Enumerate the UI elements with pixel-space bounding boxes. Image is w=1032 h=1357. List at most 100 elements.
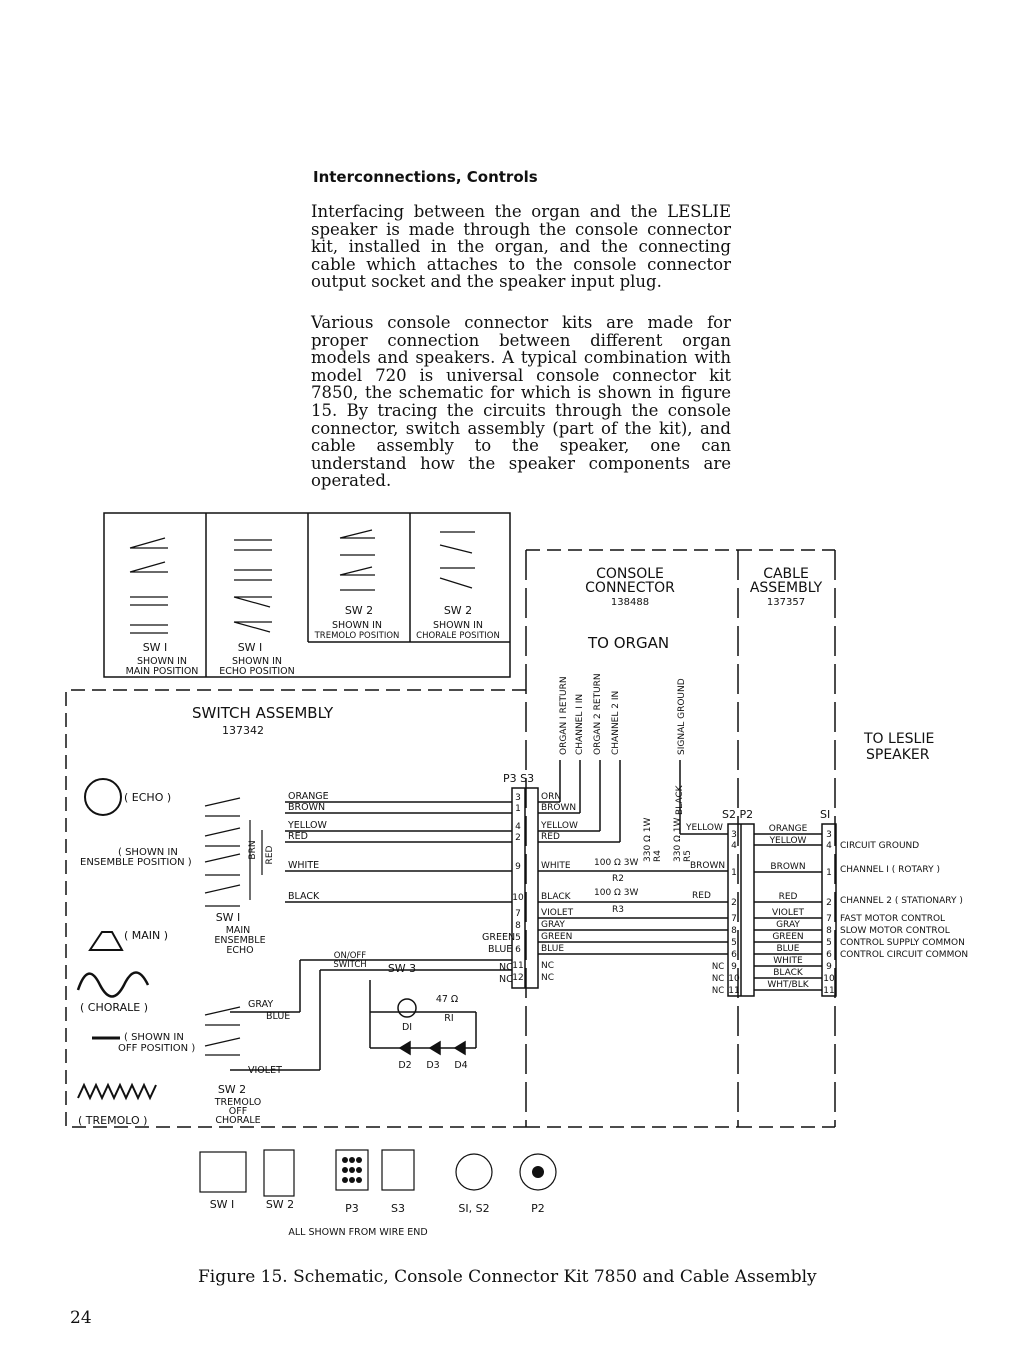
s3-wire: ORN bbox=[541, 792, 561, 802]
cable-assembly-number: 137357 bbox=[767, 597, 805, 608]
p2-pin: 11 bbox=[728, 986, 739, 996]
si-pin: 2 bbox=[826, 898, 832, 908]
s2-p2-label: S2 P2 bbox=[722, 808, 753, 821]
s3-wire: GREEN bbox=[541, 932, 572, 942]
wire-red: RED bbox=[288, 831, 308, 842]
p3-pin: 12 bbox=[512, 973, 523, 983]
si-pin: 1 bbox=[826, 868, 832, 878]
connector-label: P3 bbox=[345, 1202, 359, 1215]
paragraph-2: Various console connector kits are made … bbox=[311, 313, 731, 491]
panel-2-label-2: SHOWN IN bbox=[232, 656, 282, 667]
p3-pin: 3 bbox=[515, 793, 521, 803]
si-pin: 6 bbox=[826, 950, 832, 960]
si-pin: 8 bbox=[826, 926, 832, 936]
s3-wire: GRAY bbox=[541, 920, 565, 930]
echo-label: ( ECHO ) bbox=[124, 791, 171, 804]
panel-3-label-3: TREMOLO POSITION bbox=[314, 631, 400, 641]
s3-wire: NC bbox=[541, 961, 554, 971]
onoff-label-2: SWITCH bbox=[333, 960, 366, 970]
sw1-label-4: ECHO bbox=[226, 945, 253, 956]
s3-wire: BROWN bbox=[541, 803, 576, 813]
nc-label: NC bbox=[712, 986, 724, 996]
sw1-label-1: SW I bbox=[216, 911, 241, 924]
si-pin: 3 bbox=[826, 830, 832, 840]
wire-orange: ORANGE bbox=[288, 791, 329, 802]
cable-wire: BLUE bbox=[776, 944, 799, 954]
connector-label: SW 2 bbox=[266, 1198, 294, 1211]
p2-pin: 3 bbox=[731, 830, 737, 840]
figure-caption: Figure 15. Schematic, Console Connector … bbox=[198, 1267, 817, 1287]
si-pin: 5 bbox=[826, 938, 832, 948]
off-note-1: ( SHOWN IN bbox=[124, 1032, 184, 1043]
d4-label: D4 bbox=[454, 1060, 467, 1071]
connector-label: SI, S2 bbox=[458, 1202, 489, 1215]
p2-pin: 6 bbox=[731, 950, 737, 960]
p2-pin: 7 bbox=[731, 914, 737, 924]
cable-wire: VIOLET bbox=[772, 908, 805, 918]
mid-wire-brown: BROWN bbox=[690, 861, 725, 871]
r3-label: R3 bbox=[612, 905, 624, 915]
panel-1-label-3: MAIN POSITION bbox=[126, 666, 199, 677]
to-organ-label: TO ORGAN bbox=[587, 634, 669, 652]
p2-pin: 2 bbox=[731, 898, 737, 908]
si-pin: 10 bbox=[823, 974, 835, 984]
sw1-label-3: ENSEMBLE bbox=[214, 935, 265, 946]
panel-3-label-2: SHOWN IN bbox=[332, 620, 382, 631]
cable-wire: GRAY bbox=[776, 920, 800, 930]
function-label: CONTROL CIRCUIT COMMON bbox=[840, 950, 968, 960]
sw2-label-2: TREMOLO bbox=[214, 1097, 262, 1108]
s3-wire: BLUE bbox=[541, 944, 564, 954]
r4-value: 330 Ω 1W bbox=[643, 817, 653, 862]
d3-label: D3 bbox=[426, 1060, 439, 1071]
r1-label: RI bbox=[444, 1013, 453, 1024]
to-leslie-label-2: SPEAKER bbox=[866, 747, 930, 763]
wire-white: WHITE bbox=[288, 860, 319, 871]
p2-pin: 4 bbox=[731, 841, 737, 851]
p2-pin: 8 bbox=[731, 926, 737, 936]
switch-assembly-number: 137342 bbox=[222, 724, 264, 737]
r3-value: 100 Ω 3W bbox=[594, 888, 639, 898]
brn-label: BRN bbox=[248, 840, 258, 859]
in-wire-green: GREEN bbox=[482, 932, 515, 943]
in-wire-nc-2: NC bbox=[499, 974, 513, 985]
r5-value: 330 Ω 1W bbox=[673, 817, 683, 862]
organ-line-1: ORGAN I RETURN bbox=[559, 676, 569, 755]
chorale-label: ( CHORALE ) bbox=[80, 1001, 148, 1014]
cable-assembly-title-2: ASSEMBLY bbox=[750, 580, 823, 596]
onoff-label-1: ON/OFF bbox=[334, 951, 366, 961]
wire-yellow: YELLOW bbox=[287, 820, 328, 831]
p3-pin: 5 bbox=[515, 933, 521, 943]
in-wire-blue: BLUE bbox=[488, 944, 512, 955]
r4-label: R4 bbox=[653, 850, 663, 862]
function-label: CHANNEL 2 ( STATIONARY ) bbox=[840, 896, 963, 906]
p2-pin: 5 bbox=[731, 938, 737, 948]
tremolo-label: ( TREMOLO ) bbox=[78, 1114, 147, 1127]
switch-assembly-title: SWITCH ASSEMBLY bbox=[192, 704, 334, 722]
s3-wire: RED bbox=[541, 832, 560, 842]
p3-pin: 6 bbox=[515, 945, 521, 955]
organ-line-4: CHANNEL 2 IN bbox=[611, 691, 621, 755]
cable-assembly-title-1: CABLE bbox=[763, 566, 809, 582]
to-leslie-label-1: TO LESLIE bbox=[863, 731, 934, 747]
nc-label: NC bbox=[712, 974, 724, 984]
cable-wire: ORANGE bbox=[769, 824, 808, 834]
p3-pin: 10 bbox=[512, 893, 524, 903]
connector-label: S3 bbox=[391, 1202, 405, 1215]
off-note-2: OFF POSITION ) bbox=[118, 1043, 195, 1054]
paragraph-1: Interfacing between the organ and the LE… bbox=[311, 202, 731, 292]
panel-3-label-1: SW 2 bbox=[345, 604, 373, 617]
cable-wire: WHITE bbox=[773, 956, 803, 966]
panel-4-label-2: SHOWN IN bbox=[433, 620, 483, 631]
wire-end-note: ALL SHOWN FROM WIRE END bbox=[288, 1227, 427, 1238]
si-pin: 9 bbox=[826, 962, 832, 972]
console-connector-number: 138488 bbox=[611, 597, 649, 608]
s3-wire: WHITE bbox=[541, 861, 571, 871]
schematic-diagram: SW I SHOWN IN MAIN POSITION SW I SHOWN I… bbox=[65, 512, 968, 1238]
p2-pin: 10 bbox=[728, 974, 740, 984]
nc-label: NC bbox=[712, 962, 724, 972]
section-heading: Interconnections, Controls bbox=[313, 168, 538, 186]
organ-line-5: SIGNAL GROUND bbox=[677, 678, 687, 755]
d1-label: DI bbox=[402, 1022, 412, 1033]
wire-blue: BLUE bbox=[266, 1011, 290, 1022]
connector-label: SW I bbox=[210, 1198, 235, 1211]
